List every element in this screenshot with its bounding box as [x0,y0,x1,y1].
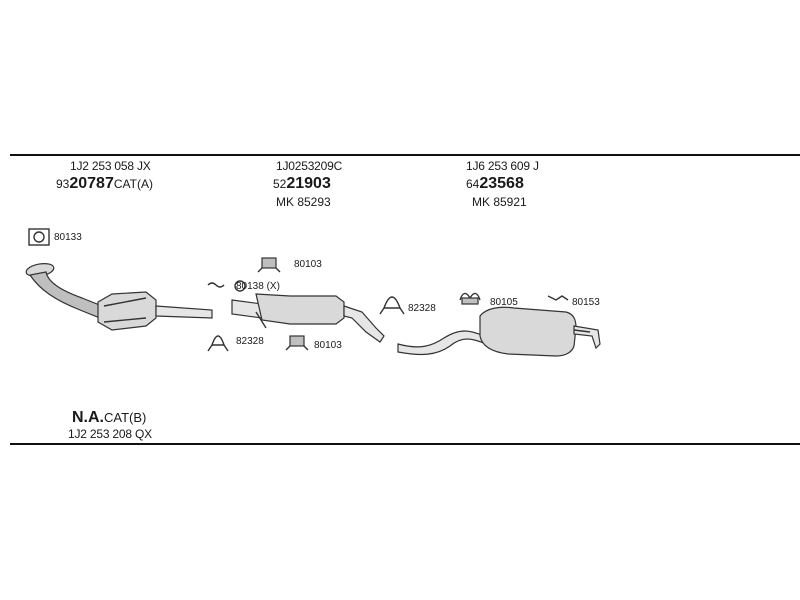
callout-80103-bottom: 80103 [314,340,342,351]
hanger-icon-80103-top [257,257,281,273]
mk-number-middle: MK 85293 [276,195,331,209]
bracket-icon-80153 [547,295,569,301]
rear-silencer-icon [397,306,601,357]
middle-silencer-icon [231,293,385,343]
footer-na-suffix: CAT(B) [104,410,147,425]
oe-number-middle: 1J0253209C [276,159,343,173]
footer-na-cat: N.A.CAT(B) [72,410,146,426]
clamp-icon-82328-rear [379,296,405,315]
clamp-icon-82328-mid [207,335,229,352]
mk-number-rear: MK 85921 [472,195,527,209]
bottom-divider [10,443,800,445]
oe-number-rear: 1J6 253 609 J [466,159,539,173]
catalytic-converter-icon [25,263,213,331]
part-number-front: 9320787CAT(A) [56,176,153,192]
part-main-rear: 23568 [479,175,524,192]
callout-80153: 80153 [572,297,600,308]
callout-80103-top: 80103 [294,259,322,270]
part-prefix-rear: 64 [466,177,480,191]
callout-82328-mid: 82328 [236,336,264,347]
footer-oe-number: 1J2 253 208 QX [68,427,152,441]
footer-na-bold: N.A. [72,409,104,426]
clamp-icon-mid-left [207,282,225,288]
clamp-icon-80138 [234,280,246,292]
callout-80138: 80138 (X) [236,281,280,292]
part-prefix-front: 93 [56,177,70,191]
callout-80133: 80133 [54,232,82,243]
callout-82328-rear: 82328 [408,303,436,314]
part-suffix-front: CAT(A) [113,177,153,191]
hanger-icon-80103-bottom [285,335,309,351]
gasket-icon [28,228,50,246]
hanger-icon-80105 [459,292,481,305]
part-main-middle: 21903 [286,175,331,192]
part-number-rear: 6423568 [466,176,524,192]
part-prefix-middle: 52 [273,177,287,191]
part-number-middle: 5221903 [273,176,331,192]
part-main-front: 20787 [69,175,114,192]
top-divider [10,154,800,156]
oe-number-front: 1J2 253 058 JX [70,159,151,173]
callout-80105: 80105 [490,297,518,308]
